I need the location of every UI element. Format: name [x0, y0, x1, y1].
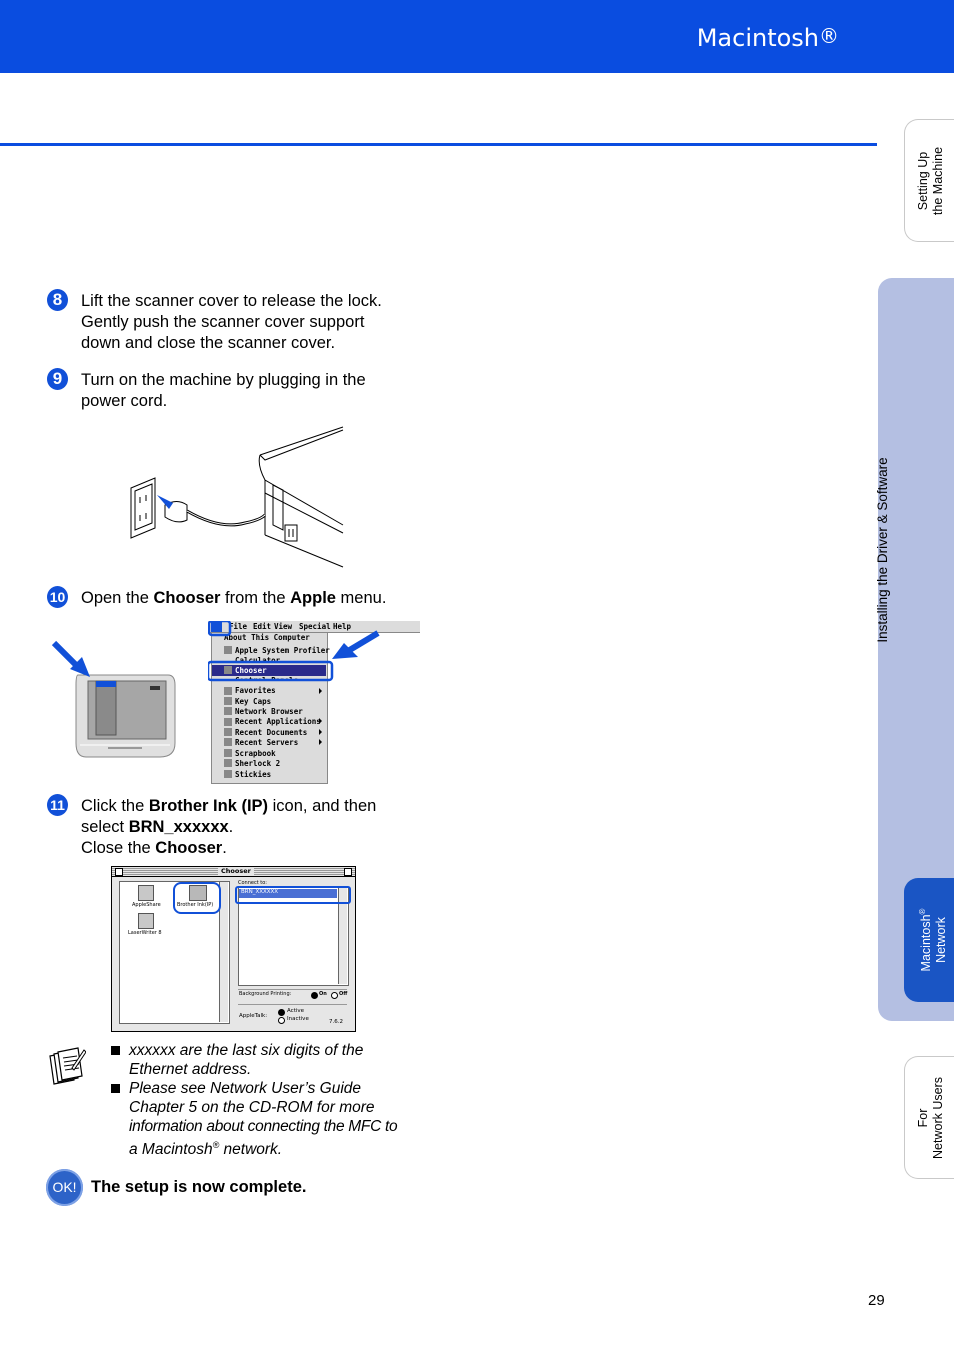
apple-menu-screenshot: File Edit View Special Help About This C… — [208, 621, 420, 784]
device-highlight — [235, 886, 351, 904]
note-1: xxxxxx are the last six digits of the Et… — [129, 1042, 364, 1078]
step-11-text: Click the Brother Ink (IP) icon, and the… — [81, 797, 377, 857]
appleshare-label: AppleShare — [132, 902, 161, 908]
appletalk-inactive-radio[interactable] — [278, 1017, 285, 1024]
appletalk-inactive-label: Inactive — [287, 1016, 309, 1022]
menu-item-recent-documents[interactable]: Recent Documents — [235, 728, 308, 737]
chooser-divider-2 — [238, 1004, 347, 1005]
ok-badge: OK! — [46, 1169, 83, 1206]
menu-item-recent-servers[interactable]: Recent Servers — [235, 738, 299, 747]
appletalk-active-radio[interactable] — [278, 1009, 285, 1016]
tab-macintosh-network[interactable]: Macintosh®Network — [904, 878, 954, 1002]
appletalk-label: AppleTalk: — [239, 1013, 268, 1019]
note-bullet-2 — [111, 1084, 120, 1093]
step-8-text: Lift the scanner cover to release the lo… — [81, 292, 382, 352]
menu-item-recent-applications[interactable]: Recent Applications — [235, 717, 321, 726]
brother-ink-label: Brother Ink(IP) — [177, 902, 214, 908]
menu-item-control-panels[interactable]: Control Panels — [235, 676, 299, 681]
menu-item-calculator[interactable]: Calculator — [235, 656, 281, 661]
step-11-badge: 11 — [47, 794, 68, 816]
device-item-selected[interactable] — [239, 889, 337, 898]
chooser-close-box[interactable] — [115, 868, 123, 876]
header-title: Macintosh® — [696, 24, 839, 52]
brother-ink-icon[interactable] — [189, 885, 207, 901]
apple-menu-icon[interactable] — [211, 622, 222, 632]
note-2: Please see Network User’s Guide Chapter … — [129, 1080, 398, 1159]
menu-bar-edit[interactable]: Edit — [253, 622, 272, 631]
menu-item-favorites[interactable]: Favorites — [235, 686, 276, 695]
laserwriter-icon[interactable] — [138, 913, 154, 929]
note-pencil-icon — [49, 1047, 86, 1085]
menu-item-chooser-highlight[interactable] — [212, 665, 326, 676]
menu-item-sherlock[interactable]: Sherlock 2 — [235, 759, 281, 768]
tab-macintosh-network-label: Macintosh®Network — [918, 908, 949, 972]
device-item-label: BRN_XXXXXX — [241, 889, 279, 895]
ok-text: The setup is now complete. — [91, 1178, 307, 1196]
appletalk-active-label: Active — [287, 1008, 305, 1014]
menu-item-stickies[interactable]: Stickies — [235, 770, 272, 779]
menu-bar-file[interactable]: File — [229, 622, 248, 631]
step-10-text: Open the Chooser from the Apple menu. — [81, 589, 387, 607]
chooser-version: 7.6.2 — [329, 1019, 343, 1025]
menu-bar-view[interactable]: View — [274, 622, 293, 631]
brother-ink-highlight — [173, 882, 221, 914]
step-9-text: Turn on the machine by plugging in the p… — [81, 371, 366, 410]
menu-item-system-profiler[interactable]: Apple System Profiler — [235, 646, 330, 655]
device-list-scrollbar[interactable] — [338, 888, 347, 984]
menu-annotation-overlay — [208, 621, 380, 778]
background-printing-label: Background Printing: — [239, 991, 292, 997]
bg-on-radio[interactable] — [311, 992, 318, 999]
step-8-badge: 8 — [47, 289, 68, 311]
chooser-zoom-box[interactable] — [344, 868, 352, 876]
header-rule — [0, 143, 877, 146]
chooser-title: Chooser — [218, 867, 254, 875]
page-number: 29 — [868, 1292, 885, 1309]
power-cord-illustration — [130, 426, 344, 568]
tab-installing-label: Installing the Driver & Software — [875, 457, 890, 643]
appleshare-icon[interactable] — [138, 885, 154, 901]
menu-bar-help[interactable]: Help — [333, 622, 352, 631]
chooser-divider — [238, 989, 347, 990]
step-9-badge: 9 — [47, 368, 68, 390]
menu-item-network-browser[interactable]: Network Browser — [235, 707, 303, 716]
menu-bar-special[interactable]: Special — [299, 622, 331, 631]
step-10-badge: 10 — [47, 586, 68, 608]
menu-item-chooser[interactable]: Chooser — [235, 666, 267, 675]
bg-off-label: Off — [339, 991, 348, 997]
imac-illustration — [51, 640, 176, 758]
menu-item-about[interactable]: About This Computer — [224, 633, 310, 642]
menu-item-key-caps[interactable]: Key Caps — [235, 697, 272, 706]
chooser-window: Chooser AppleShare Brother Ink(IP) Laser… — [111, 866, 356, 1032]
laserwriter-label: LaserWriter 8 — [128, 930, 162, 936]
connect-to-label: Connect to: — [238, 880, 267, 884]
chooser-icon-pane-scrollbar[interactable] — [219, 882, 228, 1022]
menu-item-scrapbook[interactable]: Scrapbook — [235, 749, 276, 758]
bg-off-radio[interactable] — [331, 992, 338, 999]
header-bar: Macintosh® — [0, 0, 954, 73]
bg-on-label: On — [319, 991, 327, 997]
note-bullet-1 — [111, 1046, 120, 1055]
